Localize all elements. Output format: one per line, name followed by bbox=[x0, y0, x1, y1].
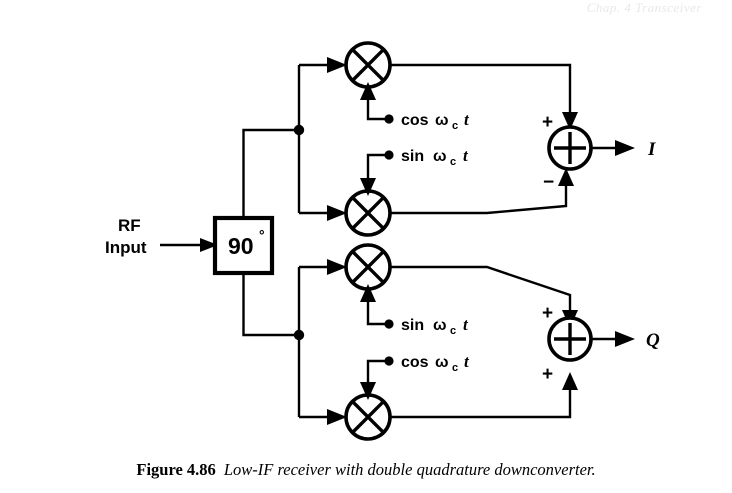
mixer-3-lo-omega: ω bbox=[433, 317, 447, 334]
mixer-2-group[interactable] bbox=[344, 189, 392, 237]
summer-q-output-group: Q bbox=[591, 330, 660, 351]
mixer-2-input-arrowhead-icon bbox=[327, 205, 347, 221]
phase-shift-block[interactable] bbox=[212, 215, 275, 276]
bottom-bus-wires bbox=[297, 259, 347, 425]
mixer-1-output-path bbox=[390, 63, 578, 130]
summer-q-bottom-sign: + bbox=[542, 364, 553, 385]
summer-q-bottom-input-arrowhead-icon bbox=[562, 372, 578, 390]
mixer-3-group[interactable] bbox=[344, 243, 392, 291]
mixer-3-lo-fn: sin bbox=[401, 317, 424, 334]
mixer-1-lo-time-var: t bbox=[464, 110, 470, 129]
mixer-3-lo-terminal-dot bbox=[384, 319, 394, 329]
output-label-q: Q bbox=[646, 330, 660, 351]
mixer-1-lo-wire-group bbox=[360, 82, 394, 124]
mixer-3-lo-arrowhead-icon bbox=[360, 284, 376, 302]
mixer-4-lo-wire-group bbox=[360, 356, 394, 400]
mixer-1-lo-label-group: cos ω c t bbox=[401, 110, 470, 132]
mixer-2-lo-subscript: c bbox=[450, 156, 456, 168]
mixer-4-group[interactable] bbox=[344, 393, 392, 441]
summer-i-bottom-input-arrowhead-icon bbox=[558, 168, 574, 186]
rf-input-label-line2: Input bbox=[105, 238, 147, 257]
mixer-2-lo-wire-group bbox=[360, 150, 394, 196]
summer-q-top-sign: + bbox=[542, 303, 553, 324]
mixer-1-output-wire bbox=[390, 63, 572, 112]
mixer-2-to-summer-i-wire bbox=[390, 186, 568, 215]
degree-symbol-icon: ° bbox=[259, 227, 265, 243]
mixer-4-lo-fn: cos bbox=[401, 354, 429, 371]
mixer-3-lo-subscript: c bbox=[450, 325, 456, 337]
rf-input-arrowhead-icon bbox=[200, 238, 218, 252]
mixer-2-lo-terminal-dot bbox=[384, 150, 394, 160]
mixer-2-cross-icon-2 bbox=[351, 196, 385, 230]
summer-i-bottom-sign: − bbox=[543, 172, 554, 193]
mixer-3-lo-time-var: t bbox=[463, 315, 469, 334]
mixer-4-output-wire bbox=[390, 390, 572, 419]
hybrid-bottom-output-wire bbox=[242, 273, 299, 337]
summer-i-output-group: I bbox=[591, 139, 656, 160]
figure-caption-label: Figure 4.86 bbox=[136, 460, 216, 479]
mixer-3-cross-icon-2 bbox=[351, 250, 385, 284]
mixer-4-lo-terminal-dot bbox=[384, 356, 394, 366]
mixer-1-lo-subscript: c bbox=[452, 120, 458, 132]
rf-input-label-line1: RF bbox=[118, 216, 141, 235]
running-header: Chap. 4 Transceiver bbox=[586, 0, 702, 15]
mixer-2-lo-wire bbox=[366, 153, 386, 181]
figure-caption-text: Low-IF receiver with double quadrature d… bbox=[223, 460, 596, 479]
mixer-3-lo-wire bbox=[366, 299, 386, 326]
mixer-3-lo-wire-group bbox=[360, 284, 394, 329]
mixer-4-lo-wire bbox=[366, 359, 386, 385]
figure-caption: Figure 4.86 Low-IF receiver with double q… bbox=[0, 460, 732, 480]
mixer-4-lo-omega: ω bbox=[435, 354, 449, 371]
mixer-1-lo-terminal-dot bbox=[384, 114, 394, 124]
top-bus-wires bbox=[297, 57, 347, 221]
mixer-4-lo-time-var: t bbox=[464, 352, 470, 371]
mixer-1-lo-fn: cos bbox=[401, 112, 429, 129]
mixer-4-lo-subscript: c bbox=[452, 362, 458, 374]
mixer-1-lo-arrowhead-icon bbox=[360, 82, 376, 100]
hybrid-top-output-wire bbox=[242, 128, 299, 218]
mixer-4-lo-arrowhead-icon bbox=[360, 382, 376, 400]
mixer-2-lo-time-var: t bbox=[463, 146, 469, 165]
mixer-2-lo-label-group: sin ω c t bbox=[401, 146, 469, 168]
mixer-4-cross-icon-2 bbox=[351, 400, 385, 434]
summer-i-top-input-arrowhead-icon bbox=[562, 112, 578, 130]
mixer-2-lo-arrowhead-icon bbox=[360, 178, 376, 196]
mixer-2-lo-omega: ω bbox=[433, 148, 447, 165]
mixer-1-lo-omega: ω bbox=[435, 112, 449, 129]
mixer-4-output-path bbox=[390, 372, 578, 419]
mixer-3-to-summer-q-wire bbox=[390, 265, 572, 310]
output-label-i: I bbox=[647, 139, 656, 160]
summer-i-output-arrowhead-icon bbox=[615, 140, 635, 156]
mixer-3-lo-label-group: sin ω c t bbox=[401, 315, 469, 337]
mixer-1-cross-icon-2 bbox=[351, 48, 385, 82]
phase-shift-block-group[interactable]: 90 ° bbox=[212, 215, 275, 276]
mixer-2-lo-fn: sin bbox=[401, 148, 424, 165]
summer-i-top-sign: + bbox=[542, 112, 553, 133]
mixer-4-lo-label-group: cos ω c t bbox=[401, 352, 470, 374]
mixer-1-group[interactable] bbox=[344, 41, 392, 89]
rf-input-label-group: RF Input bbox=[105, 216, 147, 257]
mixer-4-input-arrowhead-icon bbox=[327, 409, 347, 425]
summer-i-group[interactable]: + − bbox=[542, 112, 593, 193]
mixer-1-input-arrowhead-icon bbox=[327, 57, 347, 73]
rf-input-wire-group bbox=[160, 238, 218, 252]
phase-shift-value: 90 bbox=[228, 233, 254, 259]
mixer-1-lo-wire bbox=[366, 97, 386, 121]
hybrid-output-wires bbox=[242, 128, 299, 337]
mixer-3-input-arrowhead-icon bbox=[327, 259, 347, 275]
summer-q-output-arrowhead-icon bbox=[615, 331, 635, 347]
